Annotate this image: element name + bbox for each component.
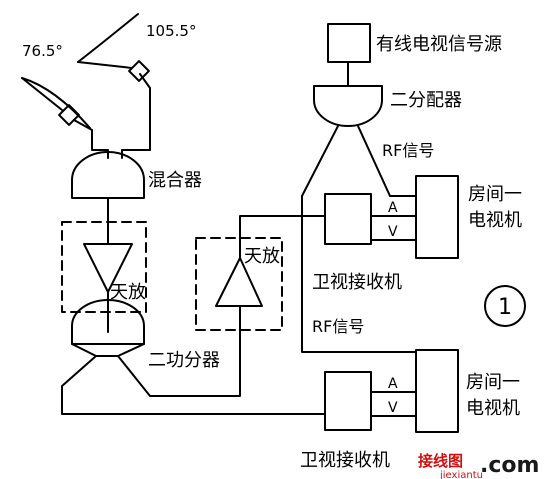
mixer-label: 混合器 [148,170,202,191]
line-divider-to-tv-top [357,125,417,197]
line-splitter-to-amp-right [117,305,241,397]
v-label-bottom: V [388,400,398,416]
watermark-url: jiexiantu [439,470,483,479]
amp-left-triangle [83,243,133,293]
watermark-dotcom: .com [480,453,539,478]
amp-right-box [195,237,283,331]
divider-block [313,85,383,127]
feed-line-left [91,129,109,159]
watermark-cn: 接线图 [418,452,463,470]
mixer-block [71,151,145,199]
dish-antenna-left [21,77,93,131]
tv-top-box [415,175,459,259]
rf-label-top: RF信号 [382,141,434,160]
angle-label-right: 105.5° [146,22,196,40]
line-divider-to-tv-bottom [301,125,417,353]
sat-receiver-top-box [324,193,372,245]
a-label-bottom: A [388,376,398,392]
figure-number: 1 [498,295,512,320]
line-splitter-to-receiver-bottom [61,355,326,415]
v-label-top: V [388,224,398,240]
splitter2-base [71,343,145,357]
angle-label-left: 76.5° [22,42,63,60]
splitter2-block [71,299,145,345]
tv-bottom-label-line2: 电视机 [466,398,520,419]
line-amp-to-receiver-top [239,215,326,259]
sat-receiver-bottom-box [324,371,372,431]
a-label-top: A [388,200,398,216]
sat-receiver-bottom-label: 卫视接收机 [300,450,390,471]
rf-label-bottom: RF信号 [312,317,364,336]
figure-number-circle [484,285,526,327]
amp-left-label: 天放 [110,282,146,303]
tv-bottom-box [415,349,459,433]
amp-left-box [61,221,147,313]
amp-right-label: 天放 [244,246,280,267]
divider-label: 二分配器 [390,90,462,111]
tv-bottom-label-line1: 房间一 [466,372,520,393]
tv-top-label-line2: 电视机 [468,210,522,231]
dish-antenna-right [77,13,151,89]
feed-line-right [121,87,151,159]
cable-source-label: 有线电视信号源 [376,34,502,55]
amp-right-triangle [215,257,263,307]
sat-receiver-top-label: 卫视接收机 [312,272,402,293]
splitter2-label: 二功分器 [148,350,220,371]
cable-tv-source-box [327,23,371,63]
tv-top-label-line1: 房间一 [468,184,522,205]
